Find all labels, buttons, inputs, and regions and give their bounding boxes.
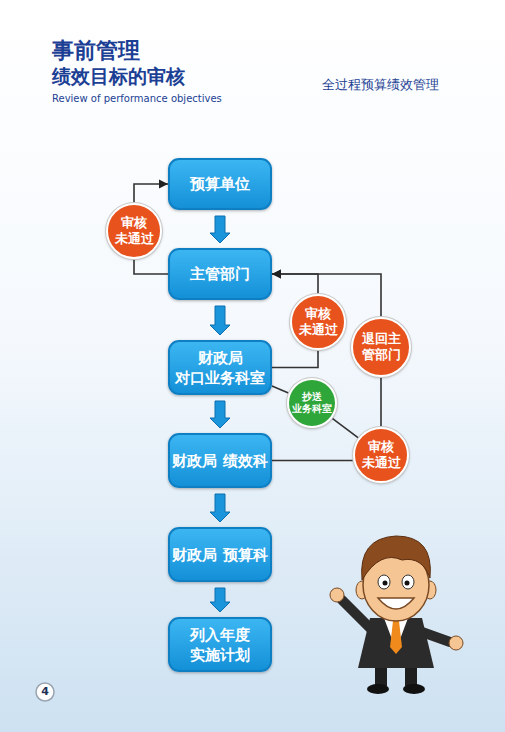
arrow-head <box>272 270 281 279</box>
cartoon-suit <box>358 618 434 668</box>
cartoon-shoe <box>367 684 389 694</box>
review-circle: 审核 未通过 <box>106 203 162 259</box>
node-text: 预算单位 <box>190 174 250 194</box>
process-box: 财政局 预算科 <box>168 527 272 582</box>
connector <box>210 588 230 612</box>
node-text: 抄送 业务科室 <box>292 391 332 415</box>
node-text: 审核 未通过 <box>113 215 155 247</box>
node-text: 审核 未通过 <box>360 439 402 471</box>
connector <box>272 270 318 295</box>
connector <box>272 460 354 461</box>
node-text: 财政局 对口业务科室 <box>172 348 268 388</box>
cartoon-tie <box>390 621 402 654</box>
process-box: 财政局 绩效科 <box>168 433 272 488</box>
connector-line <box>134 184 168 203</box>
connector-line <box>272 350 318 368</box>
process-box: 主管部门 <box>168 248 272 300</box>
node-text: 主管部门 <box>190 264 250 284</box>
process-box: 预算单位 <box>168 158 272 210</box>
copy-circle: 抄送 业务科室 <box>287 378 337 428</box>
cartoon-shoe <box>403 684 425 694</box>
connector <box>272 350 318 368</box>
subtitle: 绩效目标的审核 <box>52 64 185 90</box>
connector <box>210 494 230 522</box>
node-text: 退回主 管部门 <box>358 331 404 363</box>
node-text: 审核 未通过 <box>297 306 339 338</box>
flow-arrow <box>210 401 230 428</box>
connector-line <box>272 460 354 462</box>
flow-arrow <box>210 306 230 335</box>
connector <box>210 401 230 428</box>
connector <box>332 418 359 438</box>
cartoon-eye <box>378 575 390 589</box>
connector <box>381 377 382 427</box>
cartoon-hand <box>330 588 344 602</box>
cartoon-pupil <box>405 581 410 586</box>
connector-line <box>332 418 359 438</box>
connector <box>272 386 289 393</box>
process-box: 财政局 对口业务科室 <box>168 340 272 395</box>
flow-arrow <box>210 216 230 243</box>
connector-line <box>380 377 382 427</box>
process-box: 列入年度 实施计划 <box>168 617 272 672</box>
page-number: 4 <box>38 684 52 700</box>
cartoon-pupil <box>383 581 388 586</box>
connector <box>210 216 230 243</box>
connector <box>134 259 168 274</box>
cartoon-smile <box>378 598 414 609</box>
series-title: 全过程预算绩效管理 <box>322 76 439 94</box>
node-text: 财政局 预算科 <box>172 545 267 565</box>
arrow-head <box>272 270 281 279</box>
review-circle: 审核 未通过 <box>290 294 346 350</box>
cartoon-hair <box>362 536 431 580</box>
connector <box>210 306 230 335</box>
review-circle: 审核 未通过 <box>353 427 409 483</box>
page-number-circle <box>36 683 54 701</box>
english-subtitle: Review of performance objectives <box>52 93 222 104</box>
arrow-head <box>159 180 168 189</box>
flow-arrow <box>210 588 230 612</box>
return-circle: 退回主 管部门 <box>351 317 411 377</box>
connector-line <box>272 386 289 393</box>
node-text: 列入年度 实施计划 <box>172 625 268 665</box>
flow-arrow <box>210 494 230 522</box>
cartoon-hand <box>449 636 463 650</box>
cartoon-eye <box>402 575 414 589</box>
node-text: 财政局 绩效科 <box>172 451 267 471</box>
connector <box>134 180 168 204</box>
page-title: 事前管理 <box>52 36 140 66</box>
connector-line <box>134 259 168 274</box>
